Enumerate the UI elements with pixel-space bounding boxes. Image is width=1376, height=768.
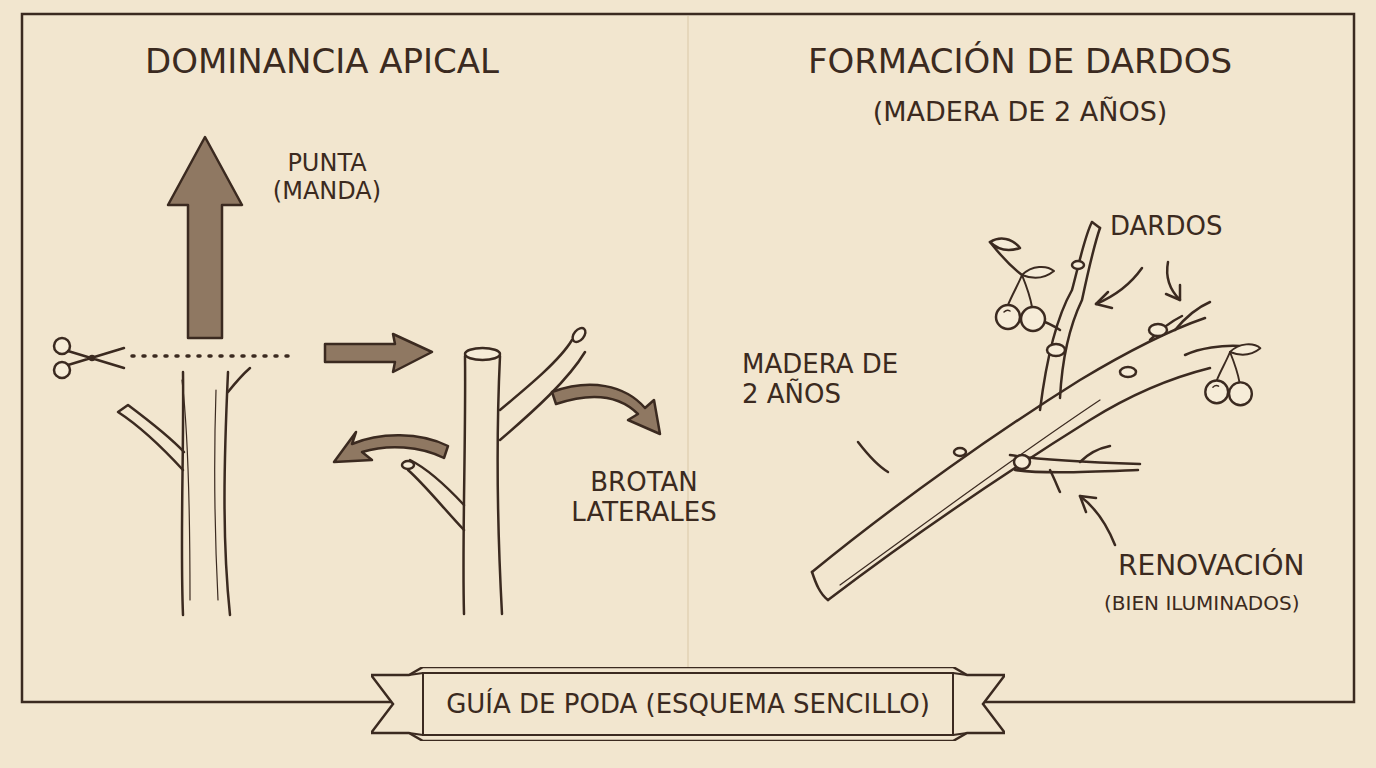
callout-label: DARDOS (1110, 212, 1250, 242)
right-arrow (325, 334, 432, 372)
ribbon-outline (371, 667, 1005, 741)
callout-label: MADERA DE 2 AÑOS (742, 350, 920, 410)
title-banner: GUÍA DE PODA (ESQUEMA SENCILLO) (371, 667, 1005, 741)
up-arrow (168, 137, 242, 338)
ribbon-band (423, 673, 953, 735)
panel-heading: FORMACIÓN DE DARDOS (760, 42, 1280, 81)
frame (22, 14, 1354, 702)
left-panel-art (54, 137, 660, 615)
panel-heading: DOMINANCIA APICAL (82, 42, 562, 81)
banner-text: GUÍA DE PODA (ESQUEMA SENCILLO) (446, 689, 930, 719)
callout-label: PUNTA (MANDA) (252, 150, 402, 205)
callout-label: BROTAN LATERALES (555, 468, 733, 528)
callout-label: RENOVACIÓN (1118, 550, 1344, 582)
panel-subheading: (MADERA DE 2 AÑOS) (820, 96, 1220, 127)
curved-arrow (334, 432, 448, 462)
scissors (54, 338, 124, 378)
fold (687, 16, 689, 700)
curved-arrow (552, 385, 660, 434)
trunk (182, 372, 183, 615)
right-panel-art (812, 222, 1260, 600)
callout-note: (BIEN ILUMINADOS) (1104, 592, 1348, 615)
leader-line (858, 442, 888, 472)
cut-line (132, 354, 296, 358)
ribbon-fold (409, 673, 967, 735)
